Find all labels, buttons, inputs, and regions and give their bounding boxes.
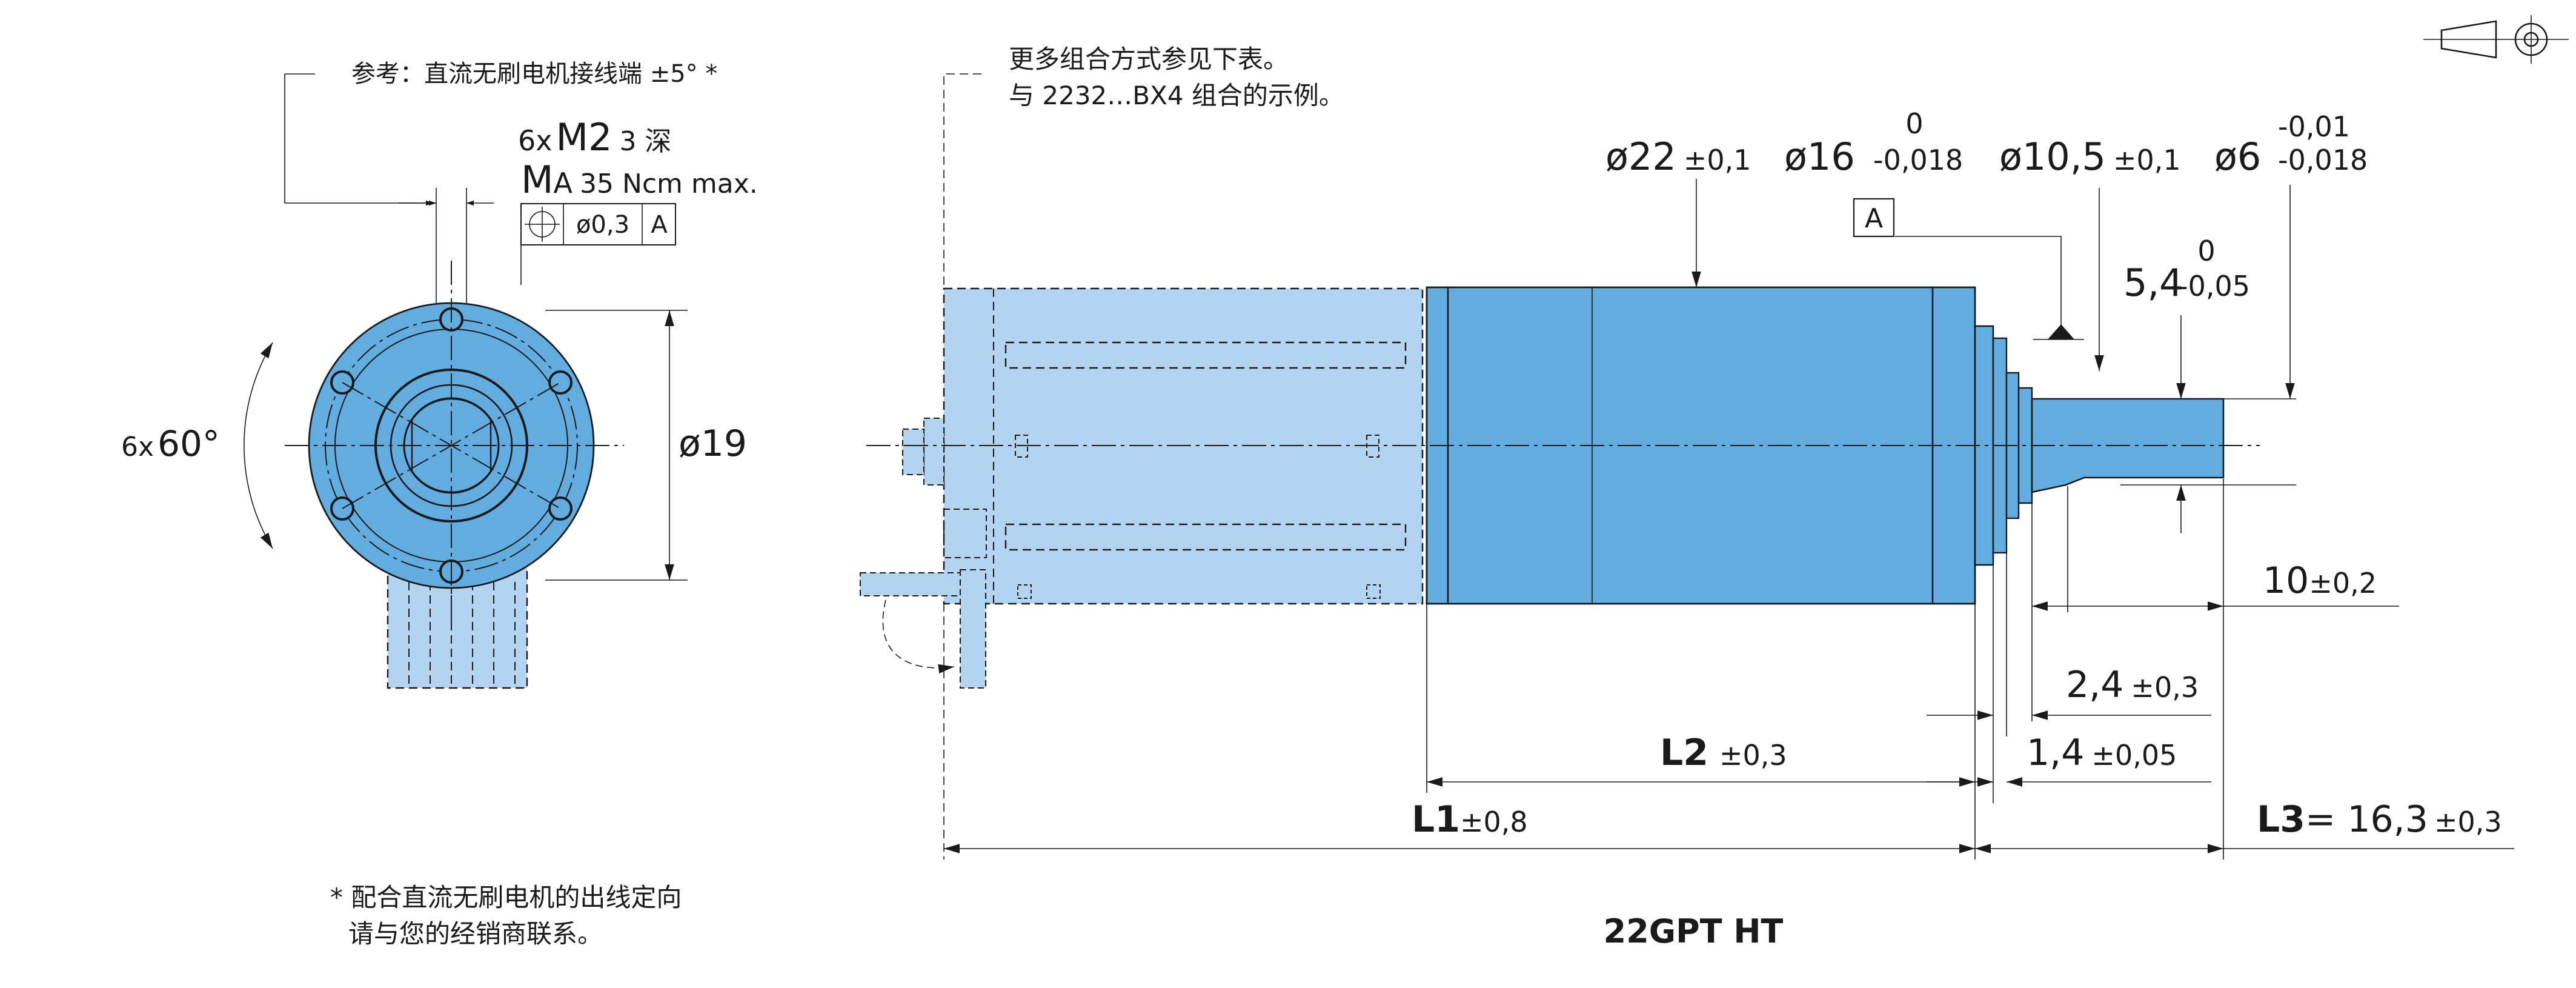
side-view: A 更多组合方式参见下表。 与 2232…BX4 组合的示例。 ø22±0,1 … [860,44,2514,859]
dim-l3: L3= 16,3±0,3 [2257,798,2502,841]
diameter-19: ø19 [679,422,747,465]
combo-note-line2: 与 2232…BX4 组合的示例。 [1009,81,1344,110]
reference-note: 参考：直流无刷电机接线端 ±5° * [351,60,717,88]
dim-len-2-4: 2,4±0,3 [2066,664,2199,706]
tolerance-value: ø0,3 [576,211,629,239]
footnote-line2: 请与您的经销商联系。 [348,919,603,949]
datum-box [1853,198,1895,238]
dim-len-10: 10±0,2 [2263,559,2377,602]
datum-label: A [1865,203,1883,234]
dim-dia-6-upper: -0,01 [2278,110,2350,143]
dim-l2: L2±0,3 [1660,732,1787,774]
dim-dia-6-lower: -0,018 [2278,144,2368,176]
footnote-line1: * 配合直流无刷电机的出线定向 [330,883,682,912]
first-angle-projection-icon [2423,15,2569,64]
combo-note-line1: 更多组合方式参见下表。 [1009,44,1289,74]
tolerance-datum: A [651,211,668,239]
dim-dia-10-5: ø10,5±0,1 [1999,135,2181,179]
dim-dia-22: ø22±0,1 [1605,135,1751,179]
dim-dia-16: ø16 [1784,135,1855,179]
drawing-title: 22GPT HT [1604,912,1784,950]
dim-len-1-4: 1,4±0,05 [2027,732,2177,774]
dim-l1: L1±0,8 [1412,798,1528,841]
dim-flat-upper: 0 [2197,235,2215,267]
dim-flat: 5,4 [2123,261,2183,305]
dim-flat-lower: -0,05 [2178,270,2250,302]
dim-dia-6: ø6 [2214,135,2261,179]
dim-dia-16-lower: -0,018 [1873,144,1963,176]
position-tolerance-frame: ø0,3 A [520,203,676,245]
reference-motor [860,287,1424,689]
dim-dia-16-upper: 0 [1905,107,1923,140]
